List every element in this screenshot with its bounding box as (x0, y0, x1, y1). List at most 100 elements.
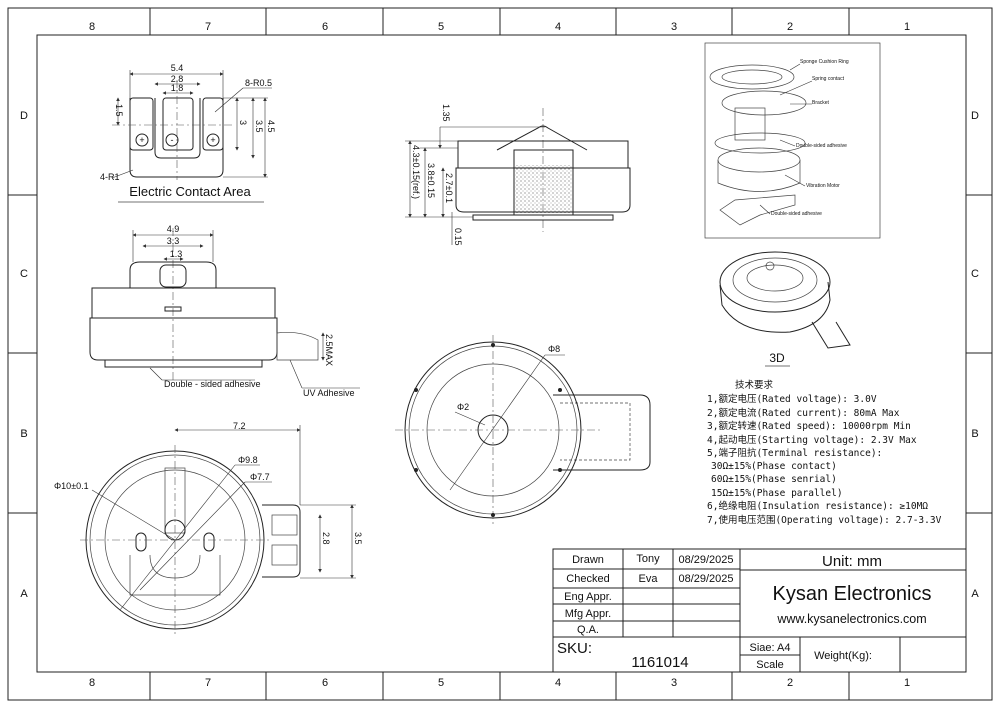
title-block: Drawn Tony 08/29/2025 Checked Eva 08/29/… (552, 548, 967, 673)
tb-role: Mfg Appr. (565, 608, 611, 620)
contact-area-title: Electric Contact Area (129, 184, 251, 199)
exploded-label: Sponge Cushion Ring (800, 59, 849, 65)
spec-line: 3,额定转速(Rated speed): 10000rpm Min (707, 420, 911, 432)
grid-col-label: 5 (438, 677, 444, 689)
specs-title: 技术要求 (735, 379, 774, 391)
dim-label: 4.3±0.15(ref.) (411, 145, 421, 199)
dim-label: 3.5 (353, 532, 363, 545)
tb-name: Eva (639, 573, 659, 585)
spec-line: 2,额定电流(Rated current): 80mA Max (707, 407, 900, 419)
dim-label: 3.5 (254, 120, 264, 133)
tb-role: Eng Appr. (564, 591, 612, 603)
grid-row-label: C (971, 268, 979, 280)
exploded-label: Spring contact (812, 76, 845, 82)
grid-row-label: D (20, 110, 28, 122)
tb-role: Drawn (572, 554, 604, 566)
dim-label: Φ8 (548, 344, 560, 354)
spec-line: 7,使用电压范围(Operating voltage): 2.7-3.3V (707, 514, 942, 526)
dim-label: Φ10±0.1 (54, 481, 89, 491)
grid-col-label: 2 (787, 677, 793, 689)
grid-row-label: B (971, 428, 978, 440)
spec-line: 1,额定电压(Rated voltage): 3.0V (707, 393, 877, 405)
grid-col-label: 3 (671, 21, 677, 33)
grid-row-label: D (971, 110, 979, 122)
exploded-label: Bracket (812, 100, 830, 106)
grid-col-label: 3 (671, 677, 677, 689)
column-labels-bottom: 8 7 6 5 4 3 2 1 (89, 677, 910, 689)
grid-col-label: 2 (787, 21, 793, 33)
grid-col-label: 7 (205, 677, 211, 689)
contact-area-view: + - + 5.4 2.8 1.8 8-R0.5 4-R1 1.5 3 3.5 … (100, 63, 276, 203)
tb-date: 08/29/2025 (678, 573, 733, 585)
dim-label: 1.5 (114, 104, 124, 117)
front-view: 4.9 3.3 1.3 2.5MAX Double - sided adhesi… (89, 224, 360, 398)
dim-label: 1.3 (170, 249, 183, 259)
tb-scale: Scale (756, 659, 784, 671)
top-view: Φ8 Φ2 (395, 335, 651, 525)
exploded-label: Double-sided adhesive (796, 143, 847, 149)
dim-label: 3 (238, 120, 248, 125)
grid-col-label: 1 (904, 21, 910, 33)
exploded-label: Double-sided adhesive (771, 211, 822, 217)
exploded-view: Sponge Cushion Ring Spring contact Brack… (704, 42, 881, 239)
polarity-plus: + (139, 135, 144, 145)
tb-date: 08/29/2025 (678, 554, 733, 566)
adhesive-label: Double - sided adhesive (164, 379, 261, 389)
dim-label: 3.3 (167, 236, 180, 246)
spec-line: 15Ω±15%(Phase parallel) (711, 488, 843, 499)
column-labels-top: 8 7 6 5 4 3 2 1 (89, 21, 910, 33)
dim-label: 3.8±0.15 (426, 163, 436, 198)
dim-label: Φ7.7 (250, 472, 270, 482)
tb-weight: Weight(Kg): (814, 650, 872, 662)
tb-sku-label: SKU: (557, 640, 592, 657)
dim-label: 2.8 (171, 74, 184, 84)
tb-role: Q.A. (577, 624, 599, 636)
exploded-label: Vibration Motor (806, 183, 840, 189)
tb-company: Kysan Electronics (773, 583, 932, 605)
grid-col-label: 4 (555, 677, 561, 689)
sheet-frame (7, 7, 993, 701)
grid-col-label: 8 (89, 21, 95, 33)
uv-adhesive-label: UV Adhesive (303, 388, 355, 398)
spec-line: 5,端子阻抗(Terminal resistance): (707, 447, 882, 459)
dim-label: 2.7±0.1 (444, 173, 454, 203)
dim-label: 2.5MAX (324, 334, 334, 366)
dim-label: 4.9 (167, 224, 180, 234)
grid-col-label: 7 (205, 21, 211, 33)
dim-label: Φ2 (457, 402, 469, 412)
grid-col-label: 4 (555, 21, 561, 33)
spec-line: 6,绝缘电阻(Insulation resistance): ≥10MΩ (707, 500, 928, 512)
tb-website: www.kysanelectronics.com (776, 612, 926, 626)
polarity-minus: - (171, 135, 174, 145)
dim-label: 5.4 (171, 63, 184, 73)
dim-label: 2.8 (321, 532, 331, 545)
side-section-view: 1.35 4.3±0.15(ref.) 3.8±0.15 2.7±0.1 0.1… (405, 104, 631, 246)
grid-col-label: 6 (322, 21, 328, 33)
tb-name: Tony (636, 553, 660, 565)
grid-col-label: 8 (89, 677, 95, 689)
grid-row-label: B (20, 428, 27, 440)
grid-col-label: 1 (904, 677, 910, 689)
iso-3d-view: 3D (719, 251, 851, 367)
dim-label: 4.5 (266, 120, 276, 133)
tb-size: Siae: A4 (750, 642, 791, 654)
dim-label: 7.2 (233, 421, 246, 431)
dim-label: 4-R1 (100, 172, 120, 182)
dim-label: 1.8 (171, 83, 184, 93)
iso-view-label: 3D (769, 351, 785, 365)
dim-label: 1.35 (441, 104, 451, 122)
technical-requirements: 技术要求 1,额定电压(Rated voltage): 3.0V 2,额定电流(… (707, 379, 942, 526)
tb-role: Checked (566, 573, 609, 585)
grid-row-label: A (20, 588, 28, 600)
spec-line: 4,起动电压(Starting voltage): 2.3V Max (707, 434, 917, 446)
spec-line: 30Ω±15%(Phase contact) (711, 461, 837, 472)
grid-row-label: A (971, 588, 979, 600)
bottom-view: 7.2 Φ9.8 Φ7.7 Φ10±0.1 2.8 3.5 (54, 421, 363, 635)
spec-line: 60Ω±15%(Phase senrial) (711, 474, 837, 485)
dim-label: 8-R0.5 (245, 78, 272, 88)
dim-label: 0.15 (453, 228, 463, 246)
tb-sku: 1161014 (631, 654, 688, 671)
row-labels: D C B A D C B A (20, 110, 979, 600)
grid-col-label: 5 (438, 21, 444, 33)
